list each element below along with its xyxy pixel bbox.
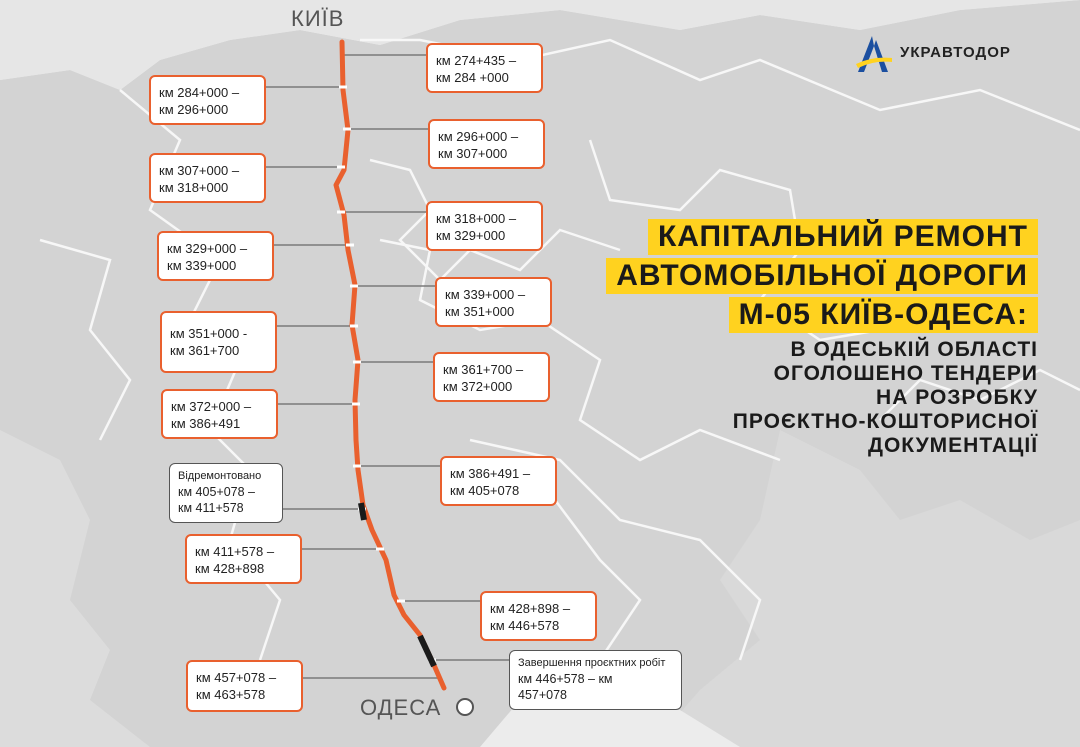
segment-range-end: км 446+578 <box>490 618 560 633</box>
segment-separator <box>397 599 405 603</box>
segment-range-start: км 405+078 – <box>178 485 255 499</box>
segment-range-start: км 307+000 – <box>159 163 240 178</box>
segment-label: км 351+000 - км 361+700 <box>160 311 277 373</box>
city-marker-icon <box>456 698 474 716</box>
segment-range-end: км 296+000 <box>159 102 229 117</box>
segment-range-start: км 446+578 – км <box>518 672 613 686</box>
segment-range-end: км 339+000 <box>167 258 237 273</box>
segment-separator <box>353 360 361 364</box>
city-label-kyiv: КИЇВ <box>291 6 345 31</box>
subtitle-line-4: ПРОЄКТНО-КОШТОРИСНОЇ <box>732 410 1038 433</box>
region-shape-light <box>0 0 1080 90</box>
route-segment-repaired <box>358 502 367 521</box>
segment-label: км 274+435 – км 284 +000 <box>426 43 543 93</box>
segment-range-end: км 428+898 <box>195 561 265 576</box>
segment-range-end: км 329+000 <box>436 228 506 243</box>
segment-range-start: км 284+000 – <box>159 85 240 100</box>
segment-status-note: Відремонтовано <box>178 470 262 482</box>
segment-range-end: км 386+491 <box>171 416 241 431</box>
segment-separator <box>339 85 347 89</box>
headline-line-1: КАПІТАЛЬНИЙ РЕМОНТ <box>647 219 1038 255</box>
headline-line-3: М-05 КИЇВ-ОДЕСА: <box>728 297 1038 333</box>
subtitle-line-1: В ОДЕСЬКІЙ ОБЛАСТІ <box>790 338 1038 361</box>
segment-range-end: 457+078 <box>518 688 568 702</box>
logo-icon <box>856 36 892 72</box>
segment-separator <box>350 324 358 328</box>
segment-separator <box>343 127 351 131</box>
segment-range-start: км 274+435 – <box>436 53 517 68</box>
subtitle-line-2: ОГОЛОШЕНО ТЕНДЕРИ <box>773 362 1038 385</box>
segment-range-start: км 457+078 – <box>196 670 277 685</box>
segment-range-start: км 318+000 – <box>436 211 517 226</box>
segment-label-design-completed: Завершення проєктних робіт км 446+578 – … <box>509 650 682 710</box>
route-segment-design-done <box>417 634 437 668</box>
segment-range-end: км 351+000 <box>445 304 515 319</box>
segment-separator <box>376 547 384 551</box>
segment-separator <box>353 464 361 468</box>
segment-range-start: км 386+491 – <box>450 466 531 481</box>
segment-separator <box>352 402 360 406</box>
segment-label-repaired: Відремонтовано км 405+078 – км 411+578 <box>169 463 283 523</box>
segment-label: км 372+000 – км 386+491 <box>161 389 278 439</box>
segment-label: км 361+700 – км 372+000 <box>433 352 550 402</box>
segment-range-end: км 372+000 <box>443 379 513 394</box>
segment-label: км 318+000 – км 329+000 <box>426 201 543 251</box>
segment-label: км 307+000 – км 318+000 <box>149 153 266 203</box>
segment-separator <box>350 284 358 288</box>
segment-label: км 296+000 – км 307+000 <box>428 119 545 169</box>
segment-label: км 339+000 – км 351+000 <box>435 277 552 327</box>
segment-range-start: км 296+000 – <box>438 129 519 144</box>
segment-range-end: км 411+578 <box>178 501 244 515</box>
subtitle-line-5: ДОКУМЕНТАЦІЇ <box>867 434 1038 457</box>
segment-label: км 457+078 – км 463+578 <box>186 660 303 712</box>
segment-range-start: км 428+898 – <box>490 601 571 616</box>
region-shape-east <box>650 430 1080 747</box>
ukravtodor-logo: УКРАВТОДОР <box>852 34 1052 74</box>
subtitle-line-3: НА РОЗРОБКУ <box>876 386 1038 409</box>
headline-line-2: АВТОМОБІЛЬНОЇ ДОРОГИ <box>606 258 1038 294</box>
segment-separator <box>337 210 345 214</box>
segment-range-end: км 361+700 <box>170 343 240 358</box>
segment-status-note: Завершення проєктних робіт <box>518 657 666 669</box>
segment-range-start: км 372+000 – <box>171 399 252 414</box>
segment-range-start: км 329+000 – <box>167 241 248 256</box>
segment-range-start: км 351+000 - <box>170 326 248 341</box>
segment-label: км 428+898 – км 446+578 <box>480 591 597 641</box>
segment-label: км 284+000 – км 296+000 <box>149 75 266 125</box>
segment-range-end: км 318+000 <box>159 180 229 195</box>
logo-text: УКРАВТОДОР <box>900 44 1011 61</box>
segment-range-end: км 284 +000 <box>436 70 509 85</box>
segment-range-end: км 307+000 <box>438 146 508 161</box>
segment-range-start: км 361+700 – <box>443 362 524 377</box>
segment-range-end: км 463+578 <box>196 687 266 702</box>
segment-range-start: км 339+000 – <box>445 287 526 302</box>
segment-separator <box>346 243 354 247</box>
segment-label: км 411+578 – км 428+898 <box>185 534 302 584</box>
segment-label: км 386+491 – км 405+078 <box>440 456 557 506</box>
segment-range-end: км 405+078 <box>450 483 520 498</box>
segment-label: км 329+000 – км 339+000 <box>157 231 274 281</box>
segment-separator <box>337 165 345 169</box>
city-label-odesa: ОДЕСА <box>360 695 442 720</box>
route-m05-line <box>333 39 447 691</box>
region-shape-south <box>0 430 150 747</box>
segment-range-start: км 411+578 – <box>195 544 275 559</box>
